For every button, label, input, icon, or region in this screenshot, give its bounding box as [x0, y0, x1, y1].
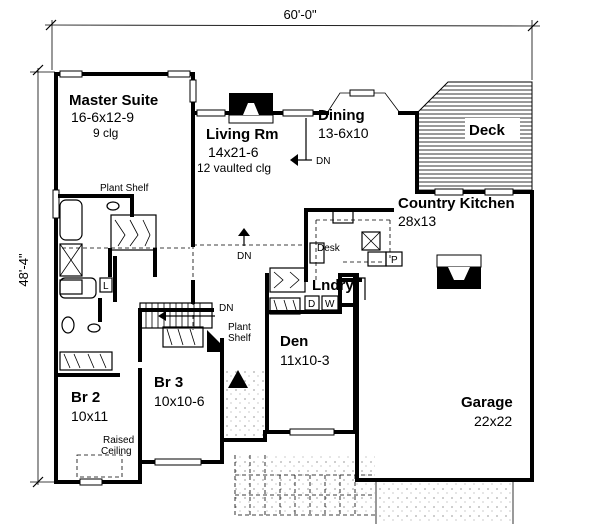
hall-bath-fixtures: L	[59, 277, 113, 334]
width-label: 60'-0"	[283, 7, 317, 22]
shower-icon	[59, 243, 83, 277]
dryer-icon	[304, 295, 320, 311]
raised-ceiling-outline	[76, 454, 123, 478]
linen-closet	[99, 277, 113, 293]
master-suite-note: 9 clg	[93, 126, 118, 140]
linen-label: L	[103, 281, 109, 292]
master-bath-fixtures	[59, 199, 120, 295]
dn-living-label: DN	[316, 156, 330, 167]
windows	[52, 70, 514, 486]
living-room-size: 14x21-6	[208, 144, 259, 160]
entry-porch	[225, 368, 265, 440]
living-room-note: 12 vaulted clg	[197, 161, 271, 175]
entry-arrow-icon	[228, 370, 248, 388]
den-size: 11x10-3	[280, 352, 330, 368]
country-kitchen-size: 28x13	[398, 213, 436, 229]
arrow-dn-living-icon	[290, 154, 298, 166]
toilet-icon	[59, 279, 83, 295]
plant-shelf-hall-label-1: Plant	[228, 322, 251, 333]
dryer-label: D	[308, 299, 315, 310]
country-kitchen-label: Country Kitchen	[398, 195, 515, 212]
bathtub-icon	[59, 277, 97, 299]
dining-label: Dining	[318, 107, 365, 124]
garage-label: Garage	[461, 394, 513, 411]
closets	[59, 214, 306, 371]
desk-label: Desk	[317, 243, 341, 254]
plant-shelf-hall-label-2: Shelf	[228, 333, 251, 344]
depth-dimension: 48'-4"	[16, 64, 60, 488]
den-label: Den	[280, 333, 308, 350]
garage-size: 22x22	[474, 413, 512, 429]
deck-label: Deck	[469, 122, 506, 139]
garage-fireplace-icon	[436, 254, 482, 289]
walkway	[234, 455, 375, 516]
br3-size: 10x10-6	[154, 393, 205, 409]
toilet-icon	[61, 316, 75, 334]
master-suite-label: Master Suite	[69, 92, 158, 109]
raised-ceiling-label-2: Ceiling	[101, 446, 132, 457]
living-room-label: Living Rm	[206, 126, 279, 143]
stairs	[139, 302, 222, 352]
plant-shelf-hall	[207, 330, 222, 352]
pantry	[385, 251, 403, 267]
br3-label: Br 3	[154, 374, 183, 391]
driveway	[376, 478, 514, 524]
dn-hall-label: DN	[237, 251, 251, 262]
br2-label: Br 2	[71, 389, 100, 406]
dining-size: 13-6x10	[318, 125, 369, 141]
sink-icon	[332, 210, 354, 224]
washer-icon	[321, 295, 339, 311]
arrow-dn-hall-icon	[238, 228, 250, 236]
width-dimension: 60'-0"	[44, 7, 541, 80]
laundry-label: Lndry	[312, 277, 354, 294]
raised-ceiling-label-1: Raised	[103, 435, 134, 446]
island-icon	[361, 231, 381, 251]
master-suite-size: 16-6x12-9	[71, 109, 134, 125]
fireplace-icon	[228, 93, 274, 124]
sink-icon	[87, 323, 101, 333]
plant-shelf-master-label: Plant Shelf	[100, 183, 149, 194]
pantry-label: P	[391, 255, 398, 266]
washer-label: W	[325, 299, 335, 310]
laundry-fixtures: D W	[304, 295, 339, 311]
kitchen-fixtures: P	[309, 210, 403, 280]
br2-size: 10x11	[71, 408, 108, 424]
sink-icon	[106, 201, 120, 211]
bathtub-icon	[59, 199, 83, 241]
dn-stairs-label: DN	[219, 303, 233, 314]
depth-label: 48'-4"	[16, 253, 31, 287]
range-icon	[309, 242, 325, 264]
